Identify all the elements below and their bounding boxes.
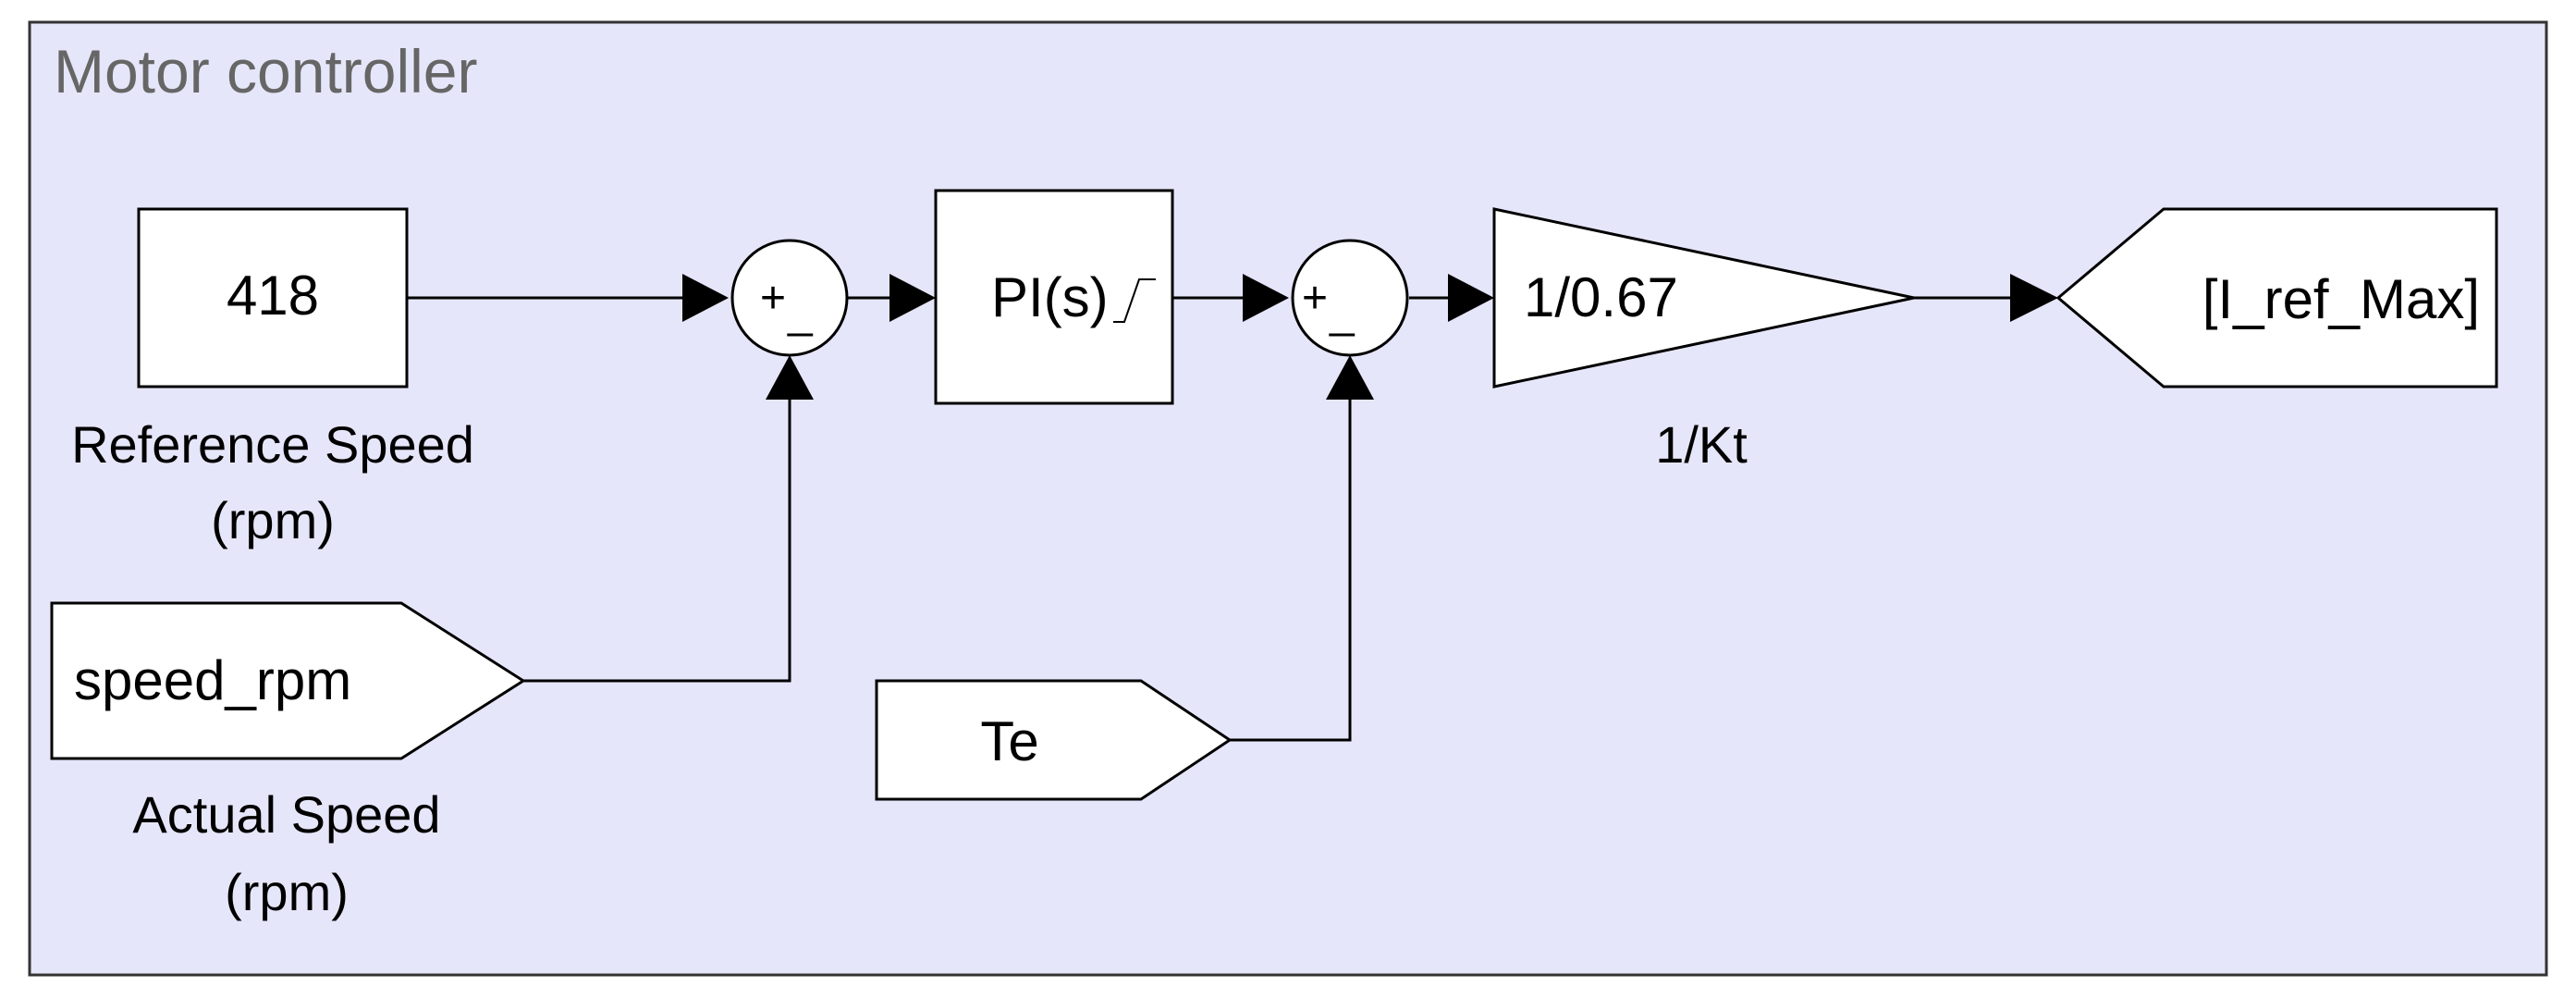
reference-speed-caption: Reference Speed — [71, 415, 474, 474]
sum1-block[interactable]: + _ — [730, 239, 849, 357]
te-input-label: Te — [980, 710, 1038, 772]
arrowhead-sum2-bottom — [1326, 355, 1374, 400]
output-goto-block[interactable]: [I_ref_Max] — [2055, 207, 2498, 388]
arrowhead-sum2-input — [1243, 274, 1289, 322]
reference-constant-value: 418 — [227, 265, 319, 327]
arrowhead-gain-input — [1448, 274, 1494, 322]
pi-controller-label: PI(s) — [991, 266, 1109, 328]
sum2-circle[interactable] — [1291, 239, 1409, 357]
arrowhead-sum1-input — [682, 274, 729, 322]
arrowhead-sum1-bottom — [766, 355, 814, 400]
sum1-circle[interactable] — [730, 239, 849, 357]
reference-speed-unit: (rpm) — [211, 491, 335, 549]
speed-input-label: speed_rpm — [74, 649, 351, 711]
te-input-shape[interactable] — [875, 679, 1233, 801]
output-goto-shape[interactable] — [2055, 207, 2498, 388]
reference-constant-box[interactable] — [137, 207, 409, 388]
sum1-minus-sign: _ — [787, 289, 814, 338]
pi-block-corner-mark — [934, 394, 945, 405]
subsystem-area — [28, 20, 2548, 977]
sum2-plus-sign: + — [1302, 274, 1328, 323]
gain-triangle[interactable] — [1492, 207, 1915, 388]
gain-caption: 1/Kt — [1655, 415, 1748, 474]
actual-speed-caption: Actual Speed — [132, 785, 440, 844]
sum2-block[interactable]: + _ — [1291, 239, 1409, 357]
te-input-block[interactable]: Te — [875, 679, 1233, 801]
pi-controller-block[interactable]: PI(s) — [934, 189, 1174, 405]
output-goto-label: [I_ref_Max] — [2202, 268, 2480, 330]
arrowhead-output-input — [2010, 274, 2058, 322]
signal-lines — [407, 274, 2058, 742]
arrowhead-pi-input — [889, 274, 936, 322]
sum1-plus-sign: + — [760, 274, 786, 323]
line-te-to-sum2[interactable] — [1230, 396, 1352, 742]
subsystem-title: Motor controller — [54, 37, 478, 105]
speed-input-shape[interactable] — [50, 601, 526, 760]
sum2-minus-sign: _ — [1329, 289, 1355, 338]
saturation-icon — [1113, 278, 1156, 323]
line-speed-to-sum1[interactable] — [523, 396, 791, 683]
gain-block[interactable]: 1/0.67 — [1492, 207, 1915, 388]
gain-value: 1/0.67 — [1524, 266, 1678, 328]
reference-constant-block[interactable]: 418 — [137, 207, 409, 388]
actual-speed-unit: (rpm) — [225, 863, 349, 921]
speed-input-block[interactable]: speed_rpm — [50, 601, 526, 760]
